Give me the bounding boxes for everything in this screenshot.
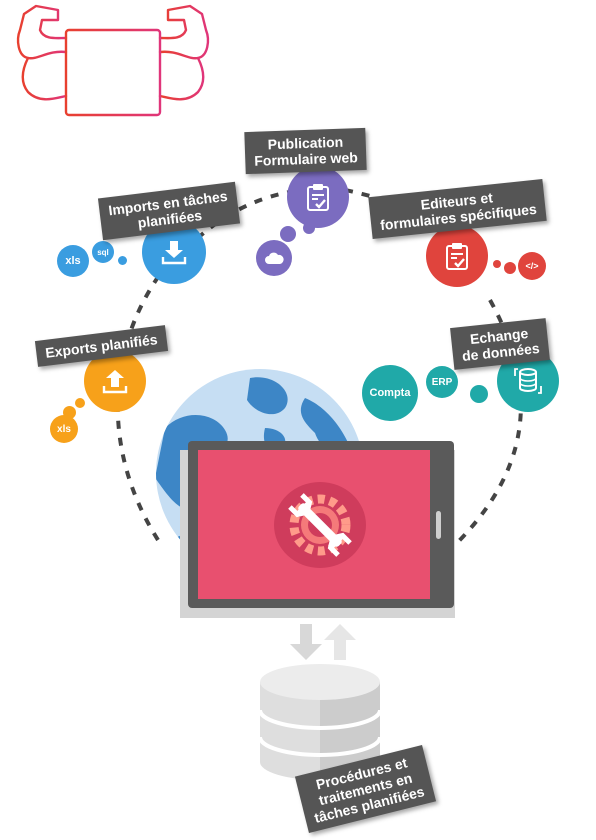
publication-bubble (287, 166, 349, 228)
blue-dot (118, 256, 127, 265)
code-bubble: </> (518, 252, 546, 280)
wrench-gear-icon (274, 482, 366, 568)
clipboard-check-icon (307, 184, 329, 211)
orange-dot-1 (75, 398, 85, 408)
teal-dot (470, 385, 488, 403)
upload-icon (102, 370, 128, 394)
database-sync-icon (514, 368, 542, 394)
xls-top-bubble: xls (57, 245, 89, 277)
exports-bubble (84, 350, 146, 412)
logo-window-arms-icon (16, 4, 210, 117)
compta-bubble: Compta (362, 365, 418, 421)
clipboard-check-icon (446, 243, 468, 270)
sql-bubble: sql (92, 241, 114, 263)
editeurs-bubble (426, 225, 488, 287)
database-icon (258, 664, 382, 780)
red-dot-1 (493, 260, 501, 268)
purple-dot-2 (303, 222, 315, 234)
tablet-home-button (436, 511, 441, 539)
cloud-bubble (256, 240, 292, 276)
purple-dot-1 (280, 226, 296, 242)
download-icon (161, 241, 187, 265)
xls-bottom-bubble: xls (50, 415, 78, 443)
red-dot-2 (504, 262, 516, 274)
sync-arrows-icon (290, 624, 356, 660)
label-publication: Publication Formulaire web (244, 127, 368, 175)
cloud-icon (265, 252, 284, 264)
erp-bubble: ERP (426, 366, 458, 398)
